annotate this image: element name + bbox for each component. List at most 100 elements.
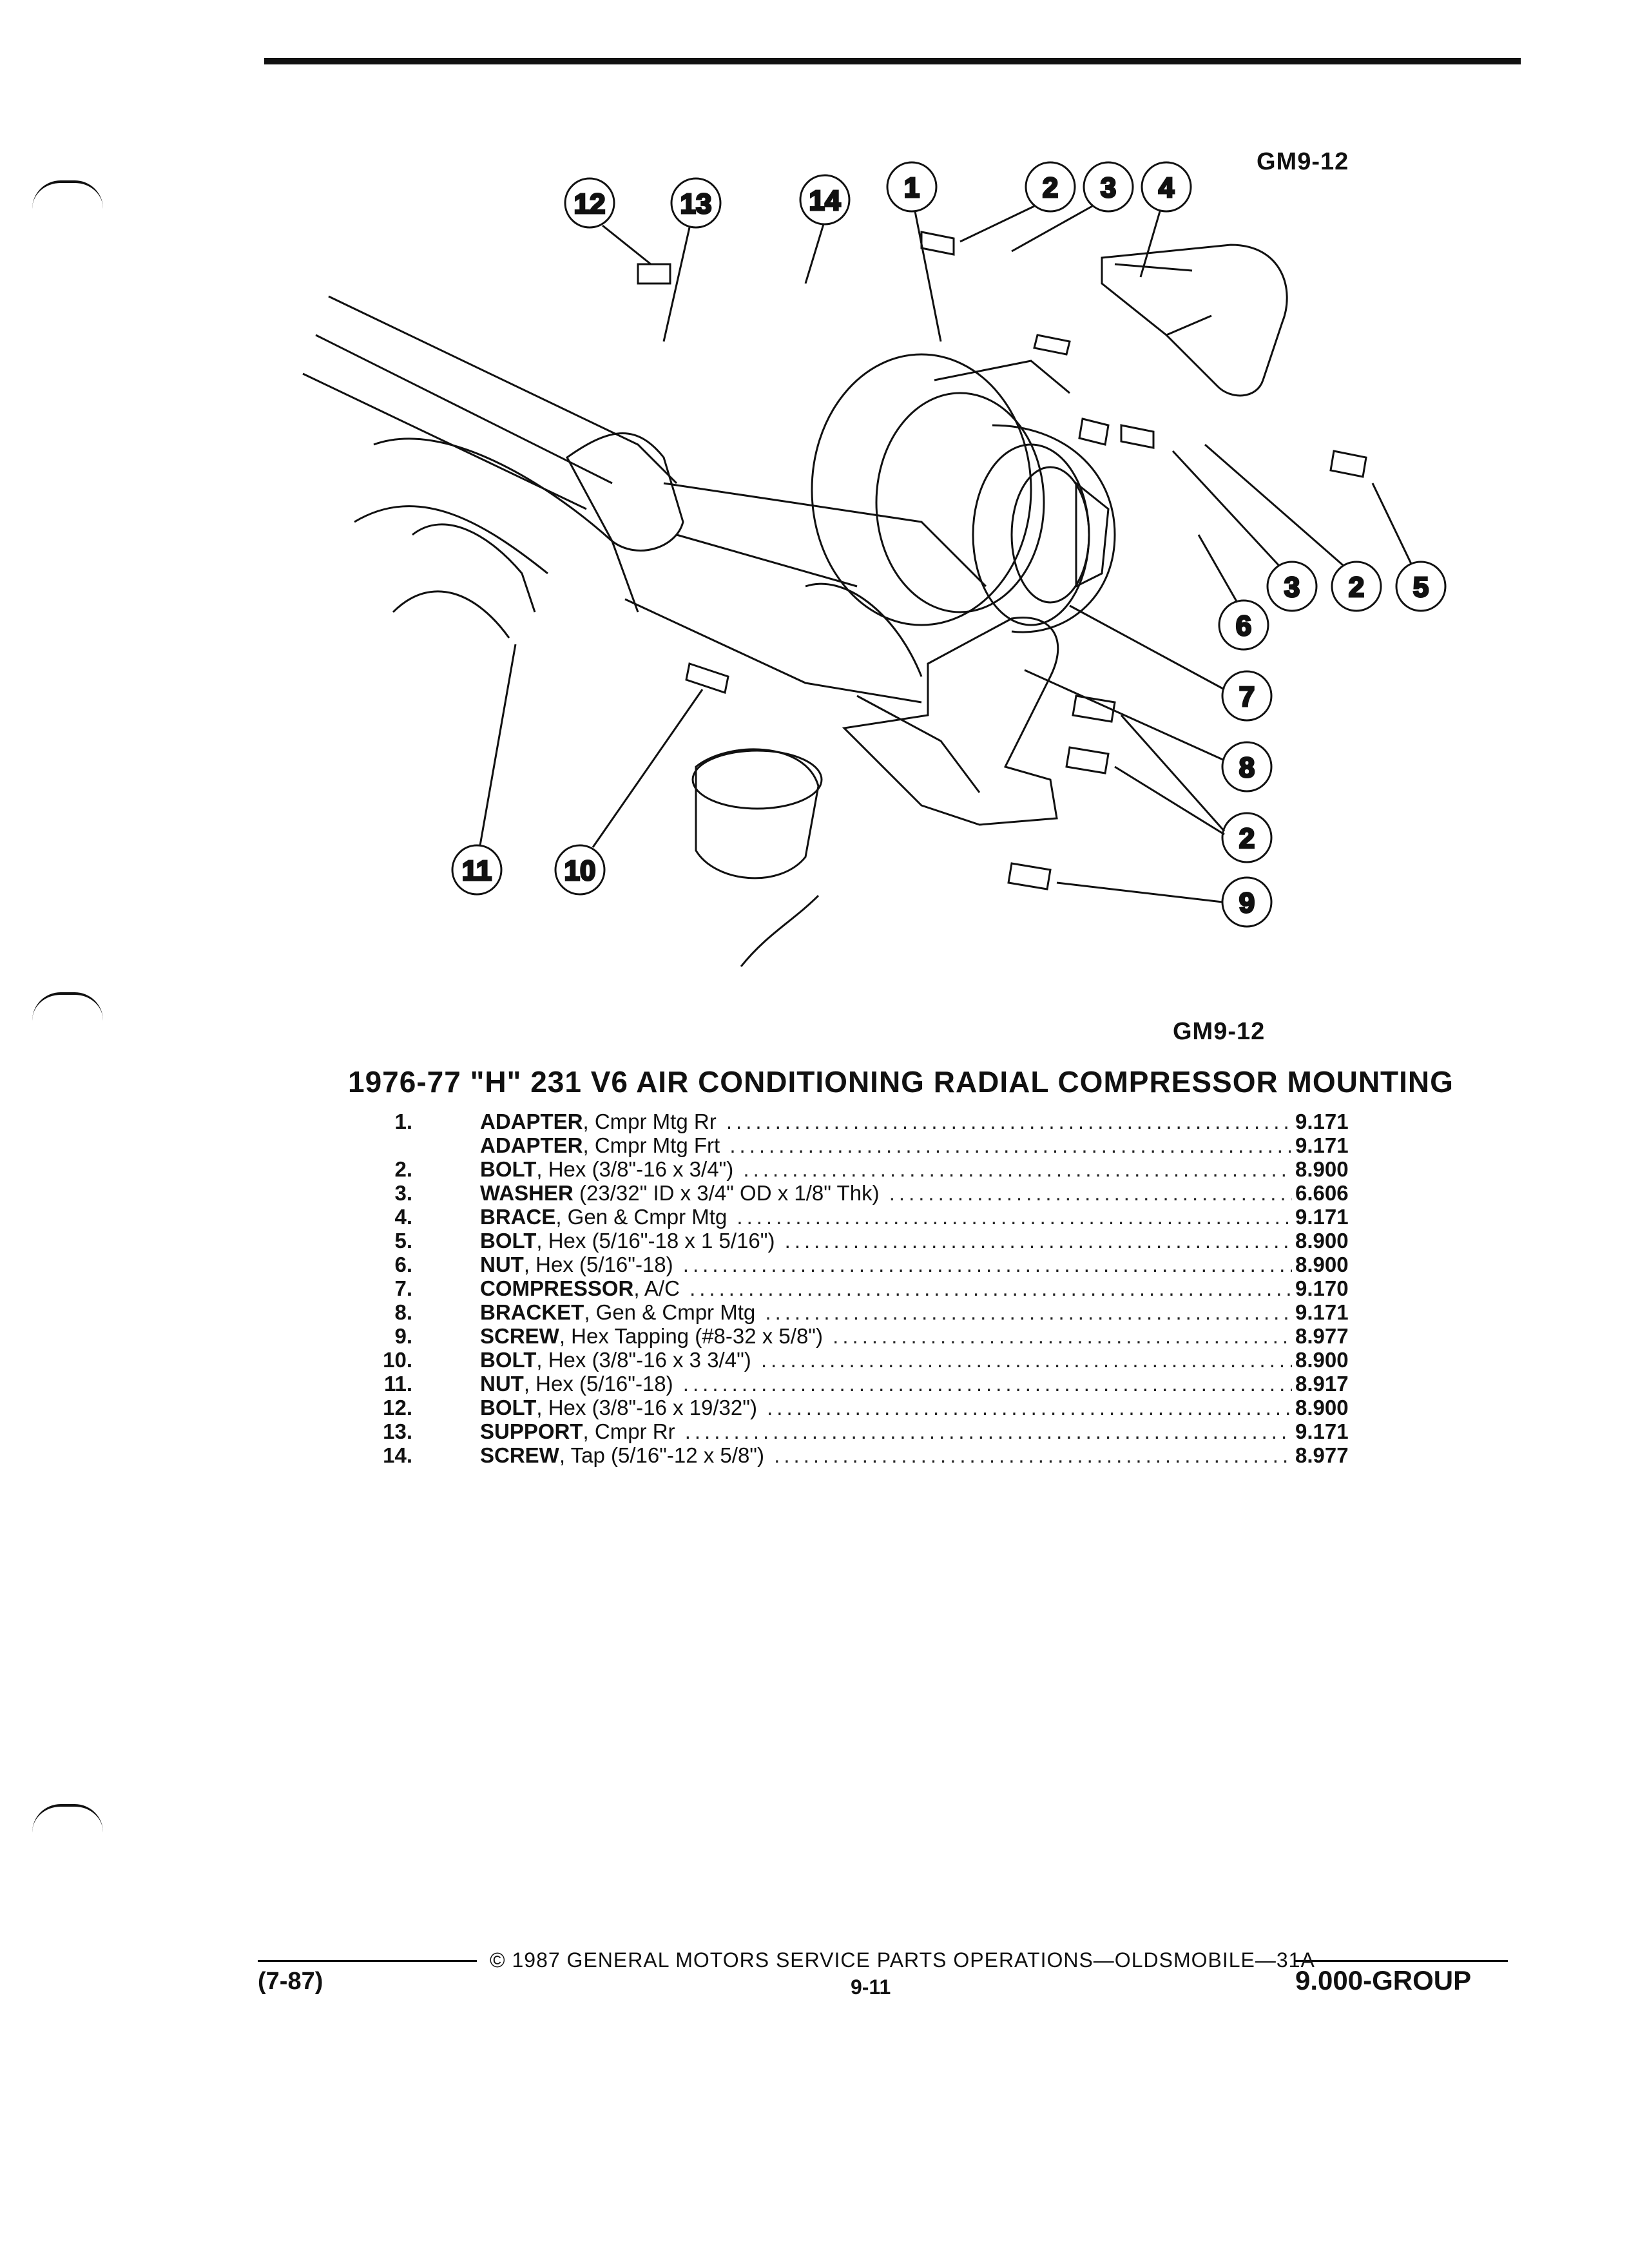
part-name: BOLT: [480, 1229, 537, 1253]
part-spec: , Cmpr Mtg Frt: [583, 1133, 720, 1157]
callout-7: 7: [1069, 604, 1273, 722]
group-number: 9.171: [1295, 1419, 1349, 1443]
part-name: ADAPTER: [480, 1133, 583, 1157]
svg-text:2: 2: [1349, 572, 1364, 603]
svg-text:10: 10: [564, 855, 596, 887]
part-number: 13.: [383, 1419, 412, 1443]
callout-10: 10: [554, 689, 704, 896]
part-row: 8.BRACKET, Gen & Cmpr Mtg ..............…: [361, 1300, 1405, 1324]
part-spec: , Hex (5/16"-18 x 1 5/16"): [536, 1229, 775, 1253]
part-row: ADAPTER, Cmpr Mtg Frt ..................…: [361, 1133, 1405, 1157]
svg-text:3: 3: [1284, 572, 1300, 603]
part-description: SUPPORT, Cmpr Rr .......................…: [480, 1419, 1292, 1443]
dot-leader: ........................................…: [767, 1396, 1292, 1419]
part-name: SCREW: [480, 1324, 559, 1348]
dot-leader: ........................................…: [684, 1419, 1292, 1443]
part-name: BRACE: [480, 1205, 556, 1229]
part-name: WASHER: [480, 1181, 574, 1205]
part-description: BOLT, Hex (3/8"-16 x 3 3/4") ...........…: [480, 1348, 1292, 1372]
part-spec: , Hex (3/8"-16 x 3 3/4"): [536, 1348, 751, 1372]
part-description: BRACE, Gen & Cmpr Mtg ..................…: [480, 1205, 1292, 1229]
part-row: 3. WASHER (23/32" ID x 3/4" OD x 1/8" Thk…: [361, 1181, 1405, 1205]
exploded-parts-diagram: 12 13 14 1 2 3 4 3 2: [302, 161, 1447, 967]
group-number: 8.977: [1295, 1324, 1349, 1348]
callout-2b: 2: [1204, 443, 1382, 612]
part-spec: , A/C: [633, 1276, 680, 1300]
part-name: BRACKET: [480, 1300, 584, 1324]
brace-illustration: [1101, 244, 1288, 397]
part-spec: , Gen & Cmpr Mtg: [555, 1205, 728, 1229]
callout-3: 3: [1011, 161, 1134, 253]
part-description: NUT, Hex (5/16"-18) ....................…: [480, 1253, 1292, 1276]
svg-text:14: 14: [809, 185, 841, 216]
part-number: 3.: [394, 1181, 412, 1205]
callout-11: 11: [451, 644, 517, 896]
group-number: 9.171: [1295, 1133, 1349, 1157]
figure-code-top: GM9-12: [1257, 148, 1349, 175]
part-number: 7.: [394, 1276, 412, 1300]
callout-3b: 3: [1171, 450, 1318, 612]
part-spec: , Cmpr Rr: [583, 1419, 675, 1443]
part-spec: , Tap (5/16"-12 x 5/8"): [559, 1443, 765, 1467]
svg-text:13: 13: [680, 188, 712, 220]
part-description: NUT, Hex (5/16"-18) ....................…: [480, 1372, 1292, 1396]
part-name: NUT: [480, 1253, 524, 1276]
binder-hole-mark: [32, 1804, 103, 1832]
part-description: SCREW, Hex Tapping (#8-32 x 5/8") ......…: [480, 1324, 1292, 1348]
group-number: 9.170: [1295, 1276, 1349, 1300]
dot-leader: ........................................…: [889, 1181, 1292, 1205]
part-spec: , Hex (3/8"-16 x 3/4"): [536, 1157, 734, 1181]
footer-rule-left: [258, 1960, 477, 1962]
svg-text:2: 2: [1239, 823, 1255, 854]
group-number: 8.977: [1295, 1443, 1349, 1467]
part-name: SUPPORT: [480, 1419, 583, 1443]
compressor-illustration: [811, 353, 1116, 633]
callout-5: 5: [1371, 483, 1447, 612]
svg-text:4: 4: [1159, 172, 1175, 204]
part-number: 9.: [394, 1324, 412, 1348]
dot-leader: ........................................…: [743, 1157, 1292, 1181]
callout-8: 8: [1024, 669, 1273, 793]
part-spec: , Hex Tapping (#8-32 x 5/8"): [559, 1324, 824, 1348]
revision-date: (7-87): [258, 1968, 323, 1995]
part-number: 10.: [383, 1348, 412, 1372]
part-row: 12.BOLT, Hex (3/8"-16 x 19/32") ........…: [361, 1396, 1405, 1419]
part-row: 9. SCREW, Hex Tapping (#8-32 x 5/8") ....…: [361, 1324, 1405, 1348]
dot-leader: ........................................…: [682, 1372, 1292, 1396]
part-number: 6.: [394, 1253, 412, 1276]
svg-text:11: 11: [462, 855, 492, 887]
dot-leader: ........................................…: [833, 1324, 1292, 1348]
part-spec: , Cmpr Mtg Rr: [583, 1110, 717, 1133]
figure-code-bottom: GM9-12: [1173, 1018, 1266, 1045]
part-name: SCREW: [480, 1443, 559, 1467]
svg-text:6: 6: [1236, 610, 1251, 642]
part-number: 14.: [383, 1443, 412, 1467]
svg-text:1: 1: [904, 172, 920, 204]
callout-4: 4: [1139, 161, 1192, 278]
group-number: 8.917: [1295, 1372, 1349, 1396]
svg-text:2: 2: [1043, 172, 1058, 204]
group-number: 8.900: [1295, 1396, 1349, 1419]
svg-text:7: 7: [1239, 681, 1255, 713]
group-label: 9.000-GROUP: [1295, 1965, 1472, 1995]
group-number: 8.900: [1295, 1348, 1349, 1372]
part-name: BOLT: [480, 1157, 537, 1181]
part-spec: (23/32" ID x 3/4" OD x 1/8" Thk): [573, 1181, 880, 1205]
part-name: ADAPTER: [480, 1110, 583, 1133]
page-title: 1976-77 "H" 231 V6 AIR CONDITIONING RADI…: [348, 1065, 1454, 1099]
footer-rule-right: [1295, 1960, 1508, 1962]
fasteners: [637, 231, 1367, 890]
part-number: 1.: [394, 1110, 412, 1133]
svg-text:9: 9: [1239, 887, 1255, 919]
part-row: 4.BRACE, Gen & Cmpr Mtg ................…: [361, 1205, 1405, 1229]
callout-2c: 2: [1114, 715, 1273, 863]
bracket-illustration: [842, 617, 1059, 826]
dot-leader: ........................................…: [726, 1110, 1292, 1133]
part-row: 2.BOLT, Hex (3/8"-16 x 3/4") ...........…: [361, 1157, 1405, 1181]
part-row: 6. NUT, Hex (5/16"-18) ..................…: [361, 1253, 1405, 1276]
part-name: NUT: [480, 1372, 524, 1396]
binder-hole-mark: [32, 180, 103, 209]
parts-list: 1. ADAPTER, Cmpr Mtg Rr .................…: [361, 1110, 1405, 1467]
part-row: 10. BOLT, Hex (3/8"-16 x 3 3/4") ........…: [361, 1348, 1405, 1372]
top-rule: [264, 58, 1521, 64]
